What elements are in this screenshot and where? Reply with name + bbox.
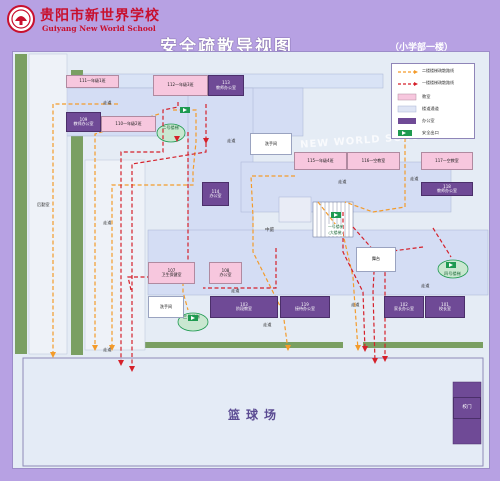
stair1-label: 一号楼梯 (大楼梯) — [328, 224, 344, 236]
court-label: 篮球场 — [228, 408, 283, 422]
page-subtitle: （小学部一楼） — [390, 43, 454, 53]
school-name-en: Guiyang New World School — [42, 24, 156, 33]
corridor-label-7: 走道 — [421, 283, 430, 288]
map-frame: 111一年级1班 112一年级3班 113 教师办公室 109 教师办公室 11… — [12, 51, 490, 469]
corridor-label-6: 走道 — [231, 288, 240, 293]
corridor-label-2: 走道 — [227, 138, 236, 143]
west-walkway — [28, 53, 68, 355]
hedge-bottom-right — [363, 342, 483, 348]
room-115: 115一年级4班 — [294, 152, 347, 170]
legend-corridor-text: 楼道通道 — [422, 106, 439, 111]
washroom-south: 洗手间 — [148, 296, 184, 318]
room-102: 102 家长办公室 — [384, 296, 424, 318]
room-118: 118 教师办公室 — [421, 182, 473, 196]
legend-office-text: 办公室 — [422, 118, 435, 123]
room-110: 110一年级2班 — [101, 116, 156, 132]
legend: 二楼楼梯疏散路线 一楼楼梯疏散路线 教室 楼道通道 办公室 安全出口 — [391, 63, 475, 139]
corridor-label-9: 走道 — [103, 347, 112, 352]
school-name-cn: 贵阳市新世界学校 — [40, 8, 160, 24]
room-117: 117一空教室 — [421, 152, 473, 170]
room-113: 113 教师办公室 — [208, 75, 244, 96]
atrium-label: 中庭 — [265, 228, 275, 233]
stair4-ellipse — [437, 259, 469, 279]
route-orange-arrows — [50, 345, 361, 358]
hedge-bottom — [143, 342, 343, 348]
school-emblem-icon — [11, 9, 31, 29]
side-room-label: 后勤室 — [37, 202, 50, 207]
room-103: 103 阶段教室 — [210, 296, 278, 318]
room-109: 109 教师办公室 — [66, 112, 101, 132]
gate-house-label: 校门 — [453, 397, 481, 419]
stage-room: 舞台 — [356, 247, 396, 272]
room-111: 111一年级1班 — [66, 75, 119, 88]
school-logo — [7, 5, 35, 33]
washroom-north: 洗手间 — [250, 133, 292, 155]
corridor-south — [147, 229, 489, 296]
corridor-label-3: 走道 — [338, 179, 347, 184]
west-courtyard — [84, 159, 146, 351]
corridor-label-5: 走道 — [103, 220, 112, 225]
corridor-label-1: 走道 — [103, 100, 112, 105]
room-116: 116一空教室 — [347, 152, 400, 170]
legend-classroom-text: 教室 — [422, 94, 431, 99]
corridor-label-4: 走道 — [410, 176, 419, 181]
room-101: 101 校长室 — [425, 296, 465, 318]
room-114: 114 办公室 — [202, 182, 229, 206]
room-119: 119 接待办公室 — [280, 296, 330, 318]
corridor-label-8: 走道 — [263, 322, 272, 327]
room-112: 112一年级3班 — [153, 75, 208, 96]
basketball-court — [22, 357, 484, 467]
legend-swatches — [397, 70, 418, 136]
room-107: 107 卫生保健室 — [148, 262, 195, 284]
hedge-left — [15, 54, 27, 354]
hedge-inner — [71, 70, 83, 355]
stairwell-block — [278, 196, 312, 223]
route-red-arrows — [118, 136, 388, 372]
legend-exit-text: 安全出口 — [422, 130, 439, 135]
legend-stair-text: 二楼楼梯疏散路线 — [422, 68, 454, 73]
corridor-label-10: 走道 — [351, 302, 360, 307]
stair2-label: 二号楼梯 — [162, 125, 179, 130]
stair3-label: 三号楼梯 — [183, 314, 200, 319]
legend-floor1-text: 一楼楼梯疏散路线 — [422, 80, 454, 85]
stair3-ellipse — [177, 312, 209, 332]
stair4-label: 四号楼梯 — [444, 271, 461, 276]
room-108: 108 办公室 — [209, 262, 242, 284]
